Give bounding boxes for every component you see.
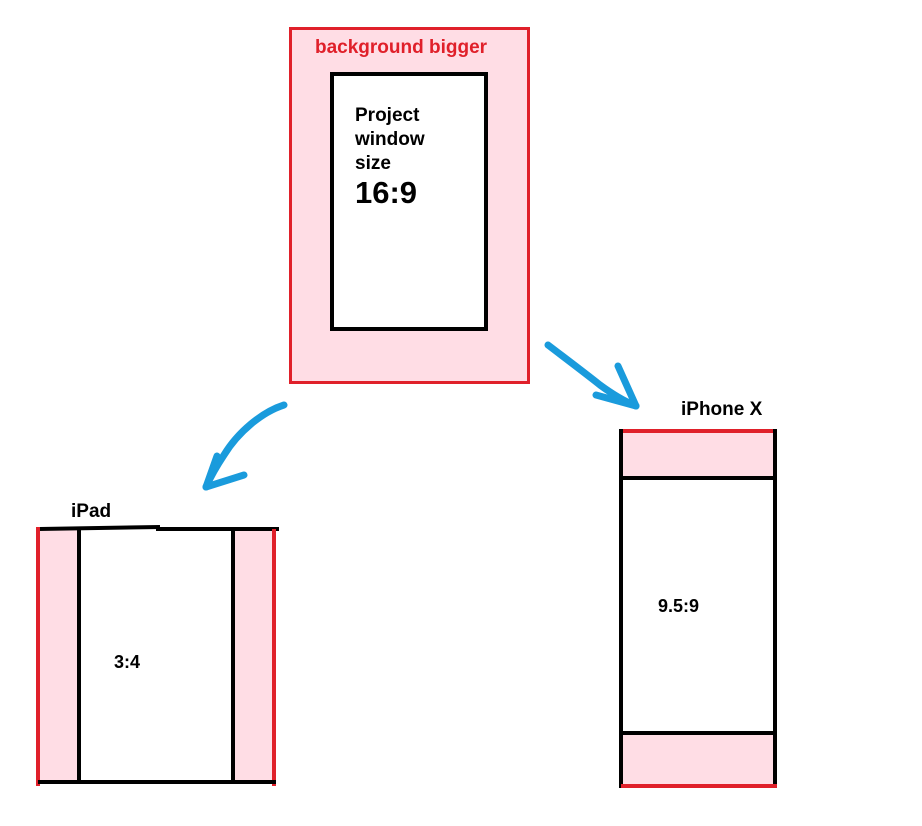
project-window-frame <box>330 72 488 331</box>
iphone-ratio: 9.5:9 <box>658 596 700 616</box>
iphone-frame <box>619 429 777 788</box>
ipad-label: iPad <box>71 501 112 522</box>
arrow-to-iphone <box>544 341 640 410</box>
ipad-ratio: 3:4 <box>114 652 141 672</box>
ipad-frame <box>36 524 279 786</box>
ipad-right-margin <box>233 529 275 783</box>
background-title: background bigger <box>315 37 488 58</box>
project-window-label: Project window size <box>355 105 425 174</box>
iphone-bottom-margin <box>621 734 775 786</box>
iphone-label: iPhone X <box>681 399 763 420</box>
ipad-left-margin <box>38 529 79 783</box>
arrow-to-ipad <box>202 401 288 491</box>
iphone-top-margin <box>621 431 775 478</box>
project-ratio: 16:9 <box>355 175 418 210</box>
